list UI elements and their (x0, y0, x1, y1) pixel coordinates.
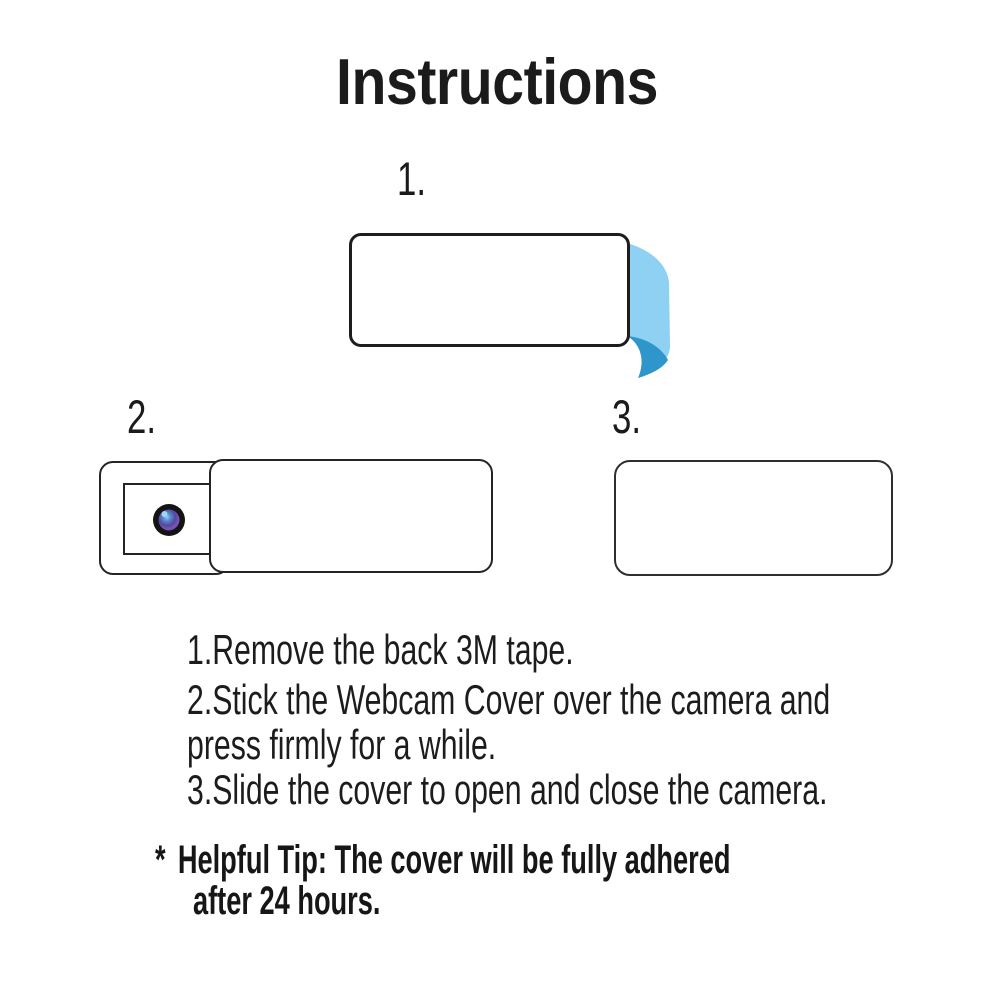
webcam-cover-back-with-tape (349, 233, 630, 347)
step-2-number: 2. (127, 390, 157, 443)
tip-asterisk: * (155, 838, 166, 882)
page-title: Instructions (336, 45, 659, 118)
tip-text-line-2: after 24 hours. (193, 879, 381, 923)
step-3-number: 3. (612, 390, 642, 443)
instruction-line-2: 2.Stick the Webcam Cover over the camera… (187, 676, 831, 723)
instruction-line-2-continued: press firmly for a while. (187, 721, 497, 768)
step-1-number: 1. (397, 152, 427, 205)
lens-glass (158, 509, 180, 531)
tape-peel-underside (627, 336, 668, 378)
tape-peel-icon (627, 243, 670, 378)
webcam-cover-closed-illustration (614, 460, 893, 576)
helpful-tip-row: * Helpful Tip: The cover will be fully a… (155, 838, 730, 883)
instruction-line-1: 1.Remove the back 3M tape. (187, 626, 574, 673)
tip-text-line-1: Helpful Tip: The cover will be fully adh… (177, 838, 731, 882)
camera-lens-icon (153, 504, 185, 536)
instruction-line-3: 3.Slide the cover to open and close the … (187, 766, 828, 813)
webcam-cover-slider (209, 459, 493, 573)
lens-highlight (161, 511, 168, 517)
